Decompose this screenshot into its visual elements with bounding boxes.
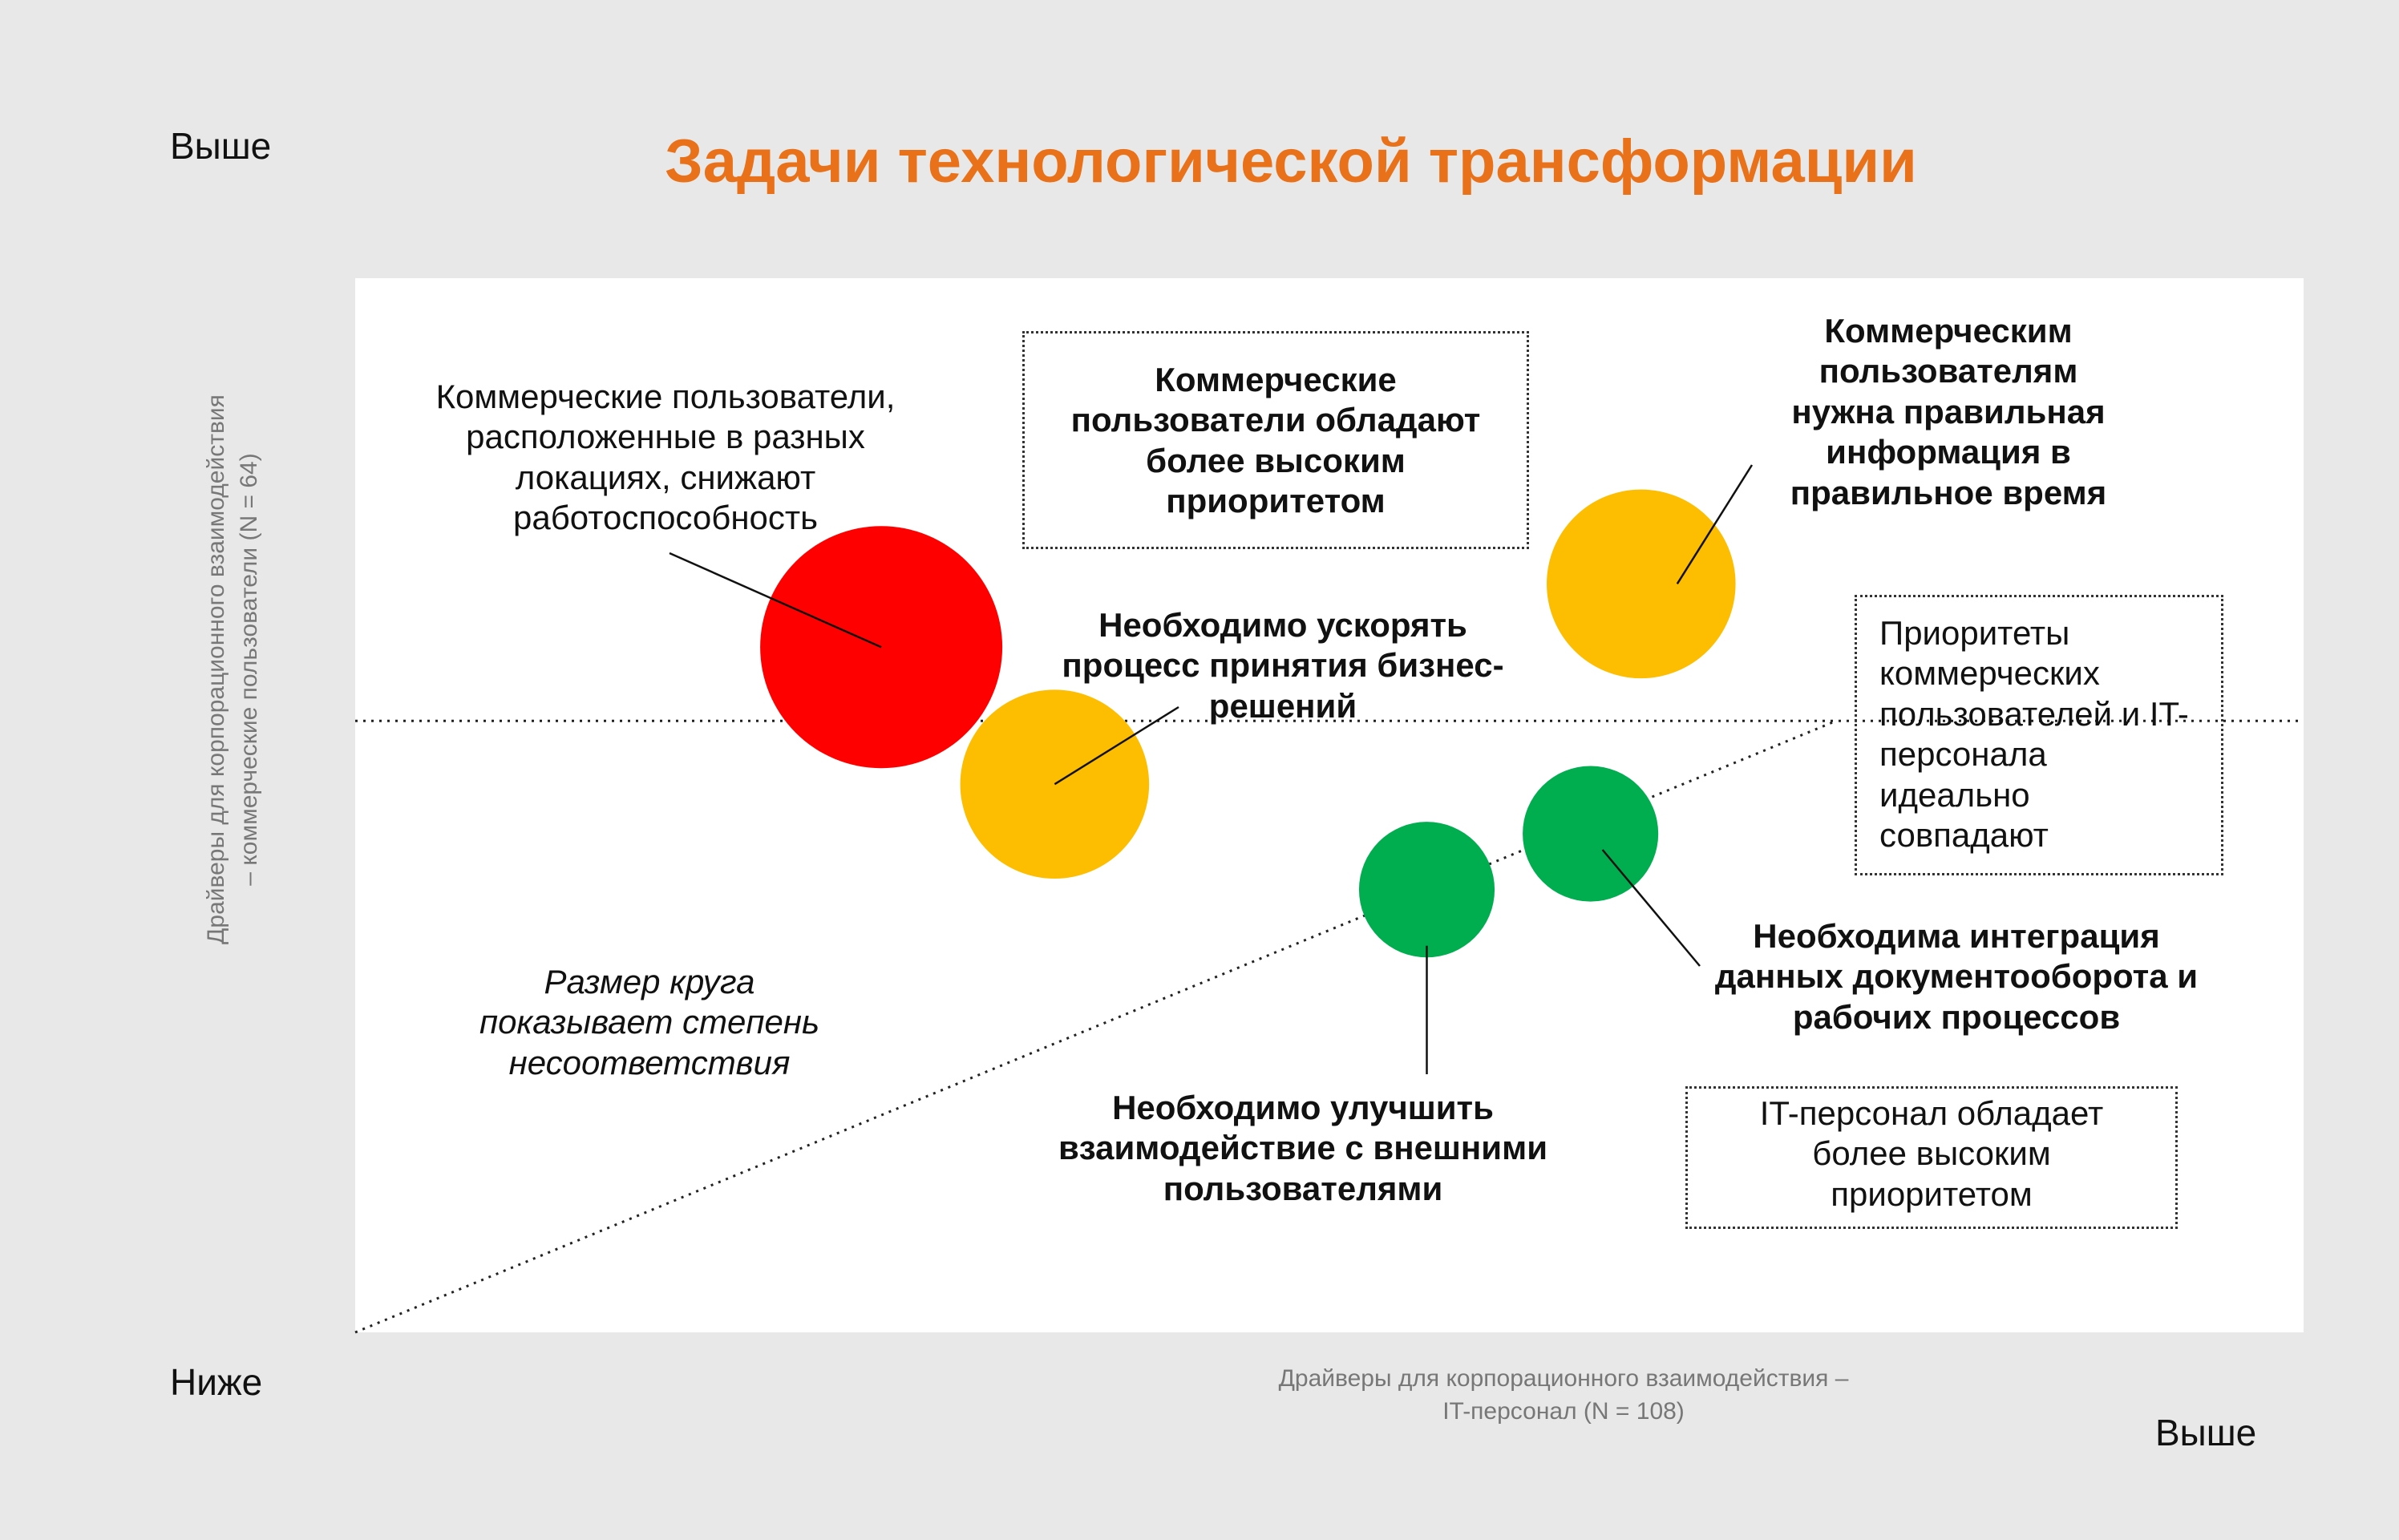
annotation-bubble-size: Размер круга показывает степень несоотве… (479, 963, 820, 1081)
bubbles (760, 489, 1736, 958)
plot-area (355, 278, 2304, 1332)
y-high-label: Выше (170, 125, 272, 167)
low-label: Ниже (170, 1361, 263, 1403)
y-axis-label: Драйверы для корпорационного взаимодейст… (203, 394, 262, 944)
annotation-right-info: Коммерческим пользователям нужна правиль… (1790, 312, 2107, 511)
bubble-4 (1358, 822, 1495, 958)
bubble-2 (960, 689, 1150, 879)
x-high-label: Выше (2155, 1412, 2257, 1453)
annotation-integration: Необходима интеграция данных документооб… (1714, 917, 2199, 1036)
box-it-priority: IT-персонал обладает более высоким приор… (1685, 1086, 2178, 1229)
leader-line-3 (1676, 464, 1754, 585)
box-business-priority: Коммерческие пользователи обладают более… (1022, 331, 1529, 549)
annotation-external-users: Необходимо улучшить взаимодействие с вне… (1058, 1089, 1548, 1207)
box-priorities-match: Приоритеты коммерческих пользователей и … (1855, 595, 2223, 875)
annotation-faster-decisions: Необходимо ускорять процесс принятия биз… (1062, 606, 1504, 725)
leader-lines (669, 464, 1754, 1074)
chart-title: Задачи технологической трансформации (665, 127, 1917, 196)
leader-line-2 (1054, 705, 1179, 786)
leader-line-1 (669, 552, 882, 649)
annotation-remote-users: Коммерческие пользователи, расположенные… (435, 378, 896, 537)
bubble-3 (1547, 489, 1736, 679)
x-axis-label: Драйверы для корпорационного взаимодейст… (1278, 1365, 1849, 1425)
leader-line-5 (1601, 849, 1701, 967)
bubble-5 (1523, 766, 1659, 902)
